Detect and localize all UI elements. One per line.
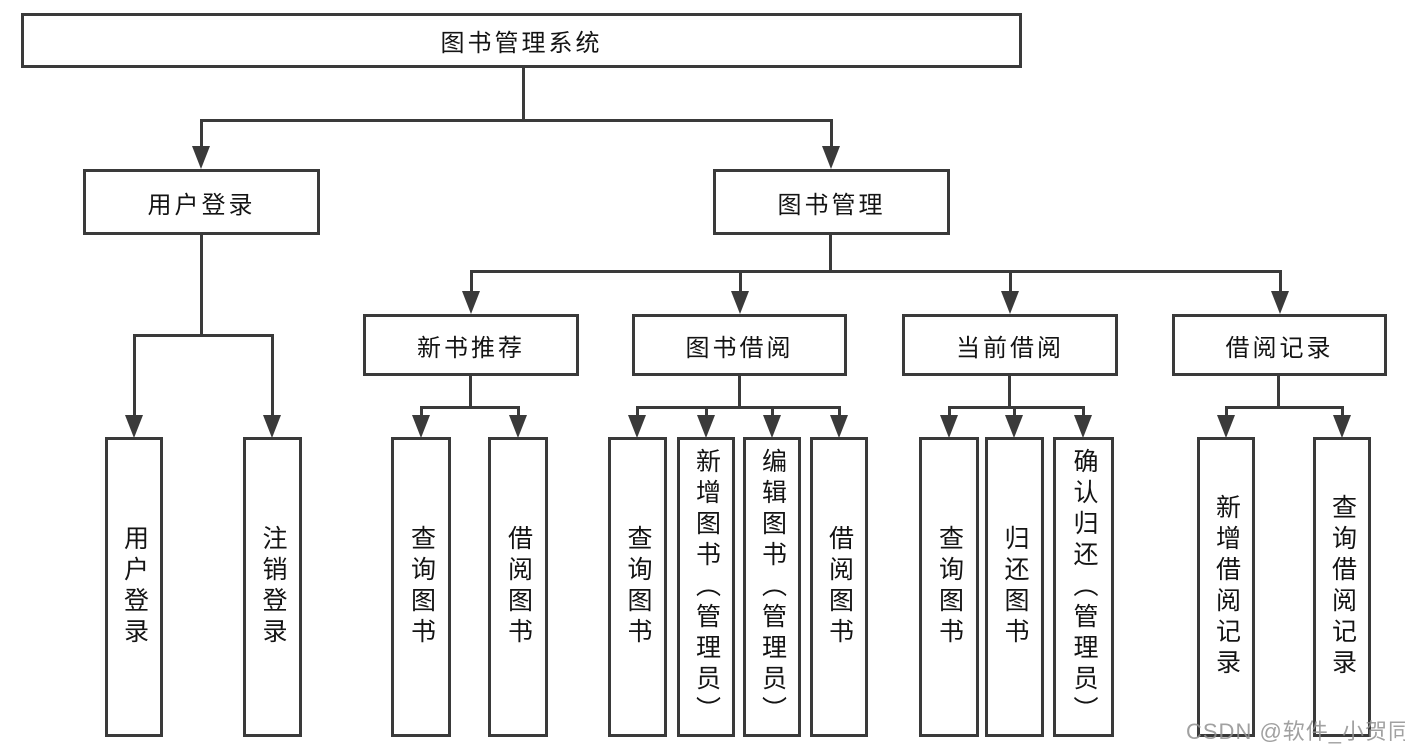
leaf-edit-books-admin: 编辑图书（管理员） xyxy=(743,437,801,737)
node-label: 确认归还（管理员） xyxy=(1070,447,1098,727)
node-library-management-system: 图书管理系统 xyxy=(21,13,1022,68)
connector-line xyxy=(948,406,951,416)
connector-line xyxy=(1225,406,1228,416)
connector-line xyxy=(1008,376,1011,407)
connector-line xyxy=(705,406,708,416)
connector-line xyxy=(200,119,832,122)
node-book-management: 图书管理 xyxy=(713,169,950,235)
node-current-borrow: 当前借阅 xyxy=(902,314,1118,376)
connector-line xyxy=(133,334,273,337)
node-label: 图书借阅 xyxy=(685,334,794,362)
node-label: 新书推荐 xyxy=(417,334,525,362)
node-label: 图书管理系统 xyxy=(440,30,603,57)
connector-line xyxy=(1277,376,1280,407)
leaf-query-books-borrow: 查询图书 xyxy=(608,437,667,737)
node-label: 查询图书 xyxy=(407,525,436,649)
node-label: 借阅记录 xyxy=(1225,334,1334,362)
node-borrow-records: 借阅记录 xyxy=(1172,314,1387,376)
connector-line xyxy=(1225,406,1343,409)
arrowhead xyxy=(192,146,210,169)
node-label: 借阅图书 xyxy=(504,525,533,649)
leaf-borrow-books-recommend: 借阅图书 xyxy=(488,437,548,737)
arrowhead xyxy=(412,415,430,438)
arrowhead xyxy=(1005,415,1023,438)
node-label: 查询图书 xyxy=(935,525,964,649)
connector-line xyxy=(420,406,519,409)
connector-line xyxy=(1341,406,1344,416)
leaf-add-books-admin: 新增图书（管理员） xyxy=(677,437,735,737)
node-user-login: 用户登录 xyxy=(83,169,320,235)
arrowhead xyxy=(822,146,840,169)
leaf-query-books-current: 查询图书 xyxy=(919,437,979,737)
arrowhead xyxy=(462,291,480,314)
connector-line xyxy=(636,406,639,416)
node-label: 编辑图书（管理员） xyxy=(758,447,787,727)
node-label: 查询图书 xyxy=(624,525,652,649)
arrowhead xyxy=(763,415,781,438)
node-book-borrow: 图书借阅 xyxy=(632,314,847,376)
arrowhead xyxy=(731,291,749,314)
leaf-borrow-books: 借阅图书 xyxy=(810,437,868,737)
node-label: 用户登录 xyxy=(147,191,256,219)
connector-line xyxy=(1009,270,1012,292)
node-label: 当前借阅 xyxy=(956,334,1064,362)
leaf-return-books: 归还图书 xyxy=(985,437,1044,737)
connector-line xyxy=(948,406,1084,409)
connector-line xyxy=(271,334,274,416)
arrowhead xyxy=(125,415,143,438)
leaf-query-books-recommend: 查询图书 xyxy=(391,437,451,737)
node-label: 新增图书（管理员） xyxy=(692,447,721,727)
arrowhead xyxy=(830,415,848,438)
connector-line xyxy=(1013,406,1016,416)
leaf-user-login: 用户登录 xyxy=(105,437,163,737)
connector-line xyxy=(829,235,832,271)
connector-line xyxy=(738,376,741,407)
connector-line xyxy=(470,270,473,292)
node-label: 注销登录 xyxy=(259,525,287,649)
connector-line xyxy=(771,406,774,416)
connector-line xyxy=(469,376,472,407)
connector-line xyxy=(200,235,203,336)
connector-line xyxy=(470,270,1281,273)
connector-line xyxy=(739,270,742,292)
connector-line xyxy=(636,406,840,409)
arrowhead xyxy=(1074,415,1092,438)
arrowhead xyxy=(697,415,715,438)
arrowhead xyxy=(940,415,958,438)
node-new-book-recommend: 新书推荐 xyxy=(363,314,579,376)
node-label: 查询借阅记录 xyxy=(1328,494,1357,680)
connector-line xyxy=(522,68,525,120)
leaf-logout-login: 注销登录 xyxy=(243,437,302,737)
connector-line xyxy=(1082,406,1085,416)
arrowhead xyxy=(1271,291,1289,314)
node-label: 图书管理 xyxy=(777,191,886,219)
node-label: 归还图书 xyxy=(1001,525,1029,649)
node-label: 新增借阅记录 xyxy=(1212,494,1241,680)
connector-line xyxy=(1279,270,1282,292)
node-label: 用户登录 xyxy=(120,525,149,649)
connector-line xyxy=(838,406,841,416)
node-label: 借阅图书 xyxy=(825,525,854,649)
connector-line xyxy=(830,119,833,147)
arrowhead xyxy=(1333,415,1351,438)
arrowhead xyxy=(263,415,281,438)
connector-line xyxy=(420,406,423,416)
connector-line xyxy=(517,406,520,416)
leaf-query-borrow-record: 查询借阅记录 xyxy=(1313,437,1371,737)
arrowhead xyxy=(1001,291,1019,314)
csdn-watermark: CSDN @软件_小贺同学 xyxy=(1186,719,1405,744)
connector-line xyxy=(200,119,203,147)
arrowhead xyxy=(509,415,527,438)
leaf-confirm-return-admin: 确认归还（管理员） xyxy=(1053,437,1114,737)
leaf-add-borrow-record: 新增借阅记录 xyxy=(1197,437,1255,737)
arrowhead xyxy=(1217,415,1235,438)
connector-line xyxy=(133,334,136,416)
arrowhead xyxy=(628,415,646,438)
